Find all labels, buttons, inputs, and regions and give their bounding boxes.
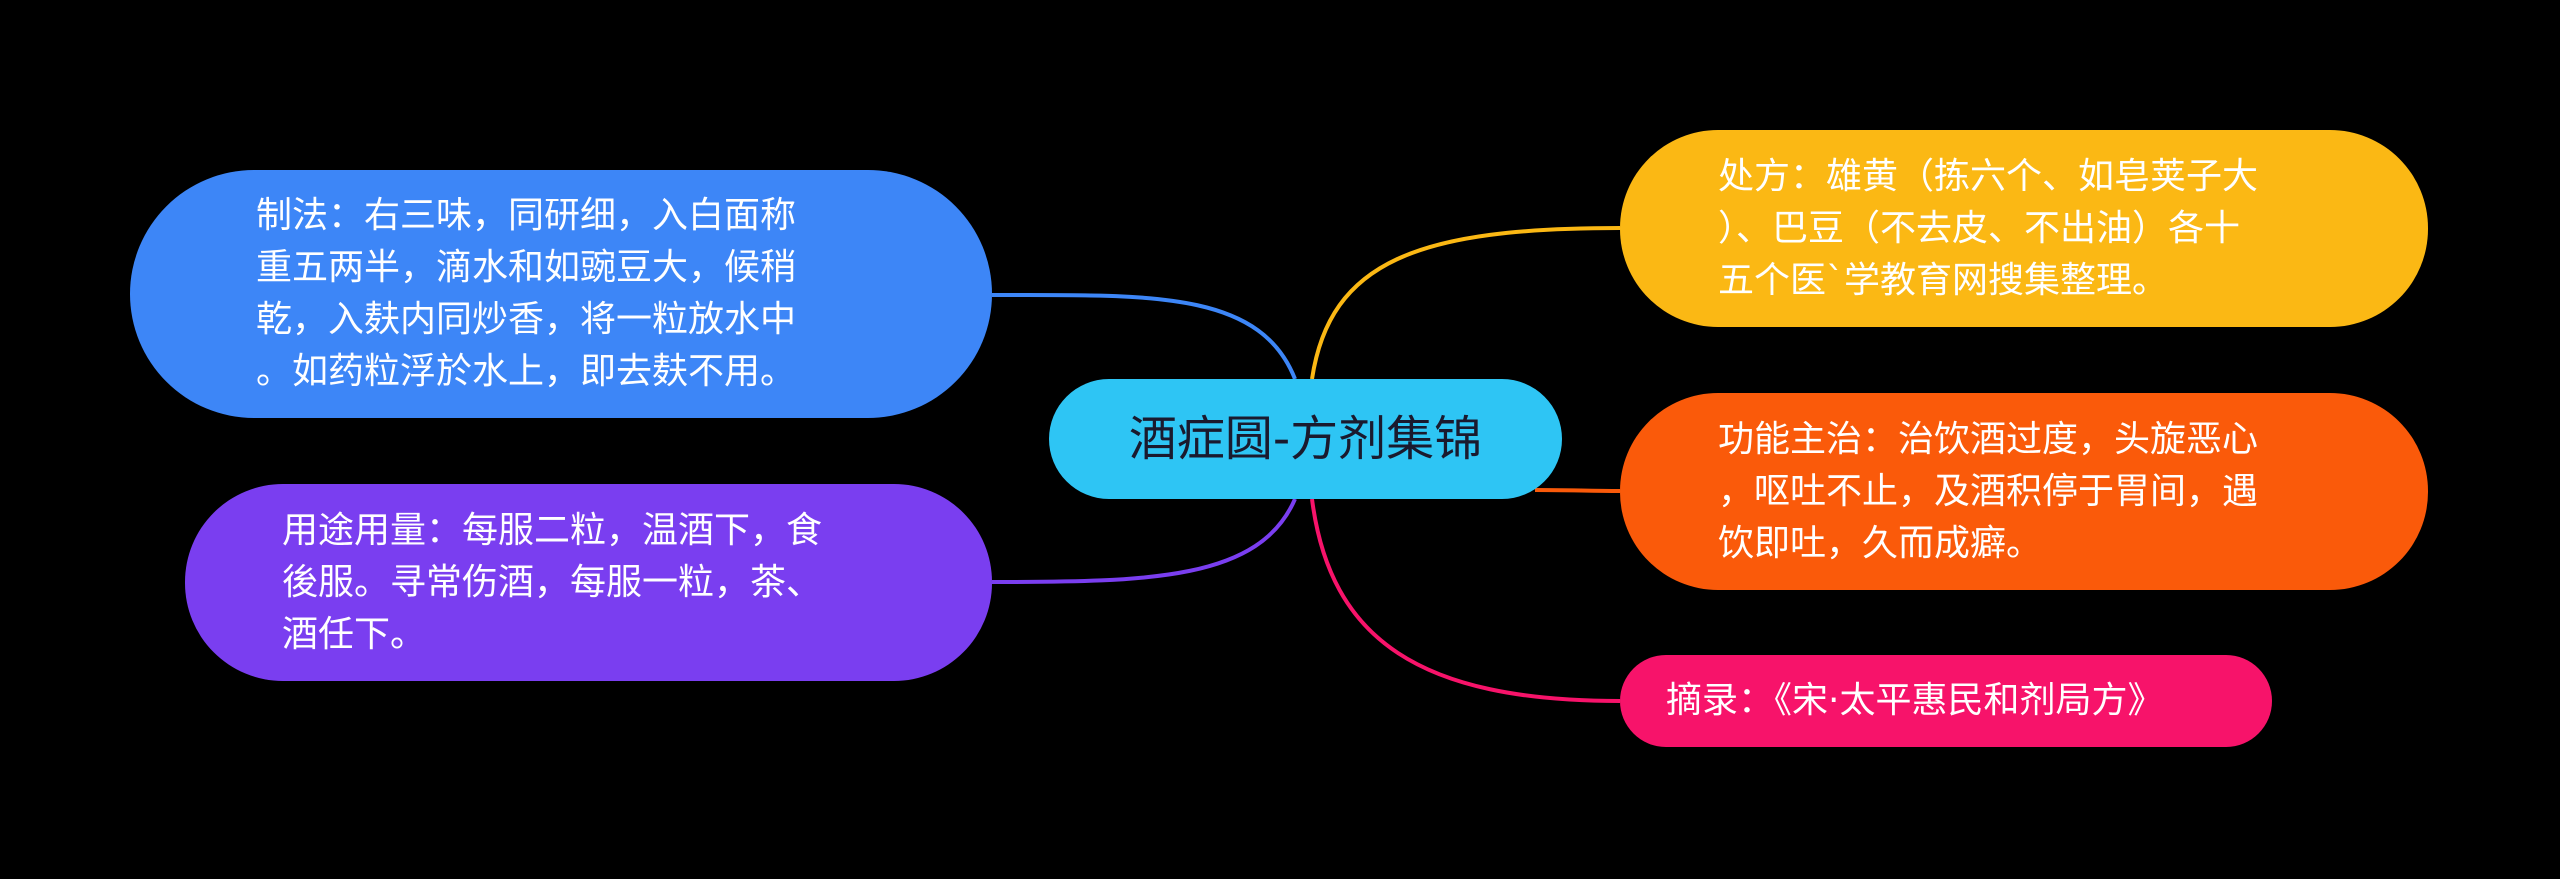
node-prescription[interactable]: 处方：雄黄（拣六个、如皂荚子大 ）、巴豆（不去皮、不出油）各十 五个医`学教育网… bbox=[1620, 130, 2428, 327]
central-topic-text: 酒症圆-方剂集锦 bbox=[1128, 411, 1483, 467]
node-prescription-text: 处方：雄黄（拣六个、如皂荚子大 ）、巴豆（不去皮、不出油）各十 五个医`学教育网… bbox=[1718, 155, 2259, 301]
link-source bbox=[1310, 498, 1621, 703]
link-prescription bbox=[1310, 226, 1621, 380]
node-usage-text: 用途用量：每服二粒，温酒下，食 後服。寻常伤酒，每服一粒，茶、 酒任下。 bbox=[282, 509, 823, 655]
node-function[interactable]: 功能主治：治饮酒过度，头旋恶心 ，呕吐不止，及酒积停于胃间，遇 饮即吐，久而成癖… bbox=[1620, 393, 2428, 590]
node-method-text: 制法：右三味，同研细，入白面称 重五两半，滴水和如豌豆大，候稍 乾，入麸内同炒香… bbox=[256, 195, 797, 392]
central-topic[interactable]: 酒症圆-方剂集锦 bbox=[1049, 379, 1562, 499]
node-usage[interactable]: 用途用量：每服二粒，温酒下，食 後服。寻常伤酒，每服一粒，茶、 酒任下。 bbox=[185, 484, 992, 681]
link-usage bbox=[991, 498, 1297, 584]
node-method[interactable]: 制法：右三味，同研细，入白面称 重五两半，滴水和如豌豆大，候稍 乾，入麸内同炒香… bbox=[130, 170, 992, 418]
node-function-text: 功能主治：治饮酒过度，头旋恶心 ，呕吐不止，及酒积停于胃间，遇 饮即吐，久而成癖… bbox=[1718, 418, 2259, 564]
link-function bbox=[1534, 488, 1621, 493]
node-source[interactable]: 摘录：《宋·太平惠民和剂局方》 bbox=[1620, 655, 2272, 747]
node-source-text: 摘录：《宋·太平惠民和剂局方》 bbox=[1666, 680, 2164, 721]
link-method bbox=[991, 292, 1297, 380]
